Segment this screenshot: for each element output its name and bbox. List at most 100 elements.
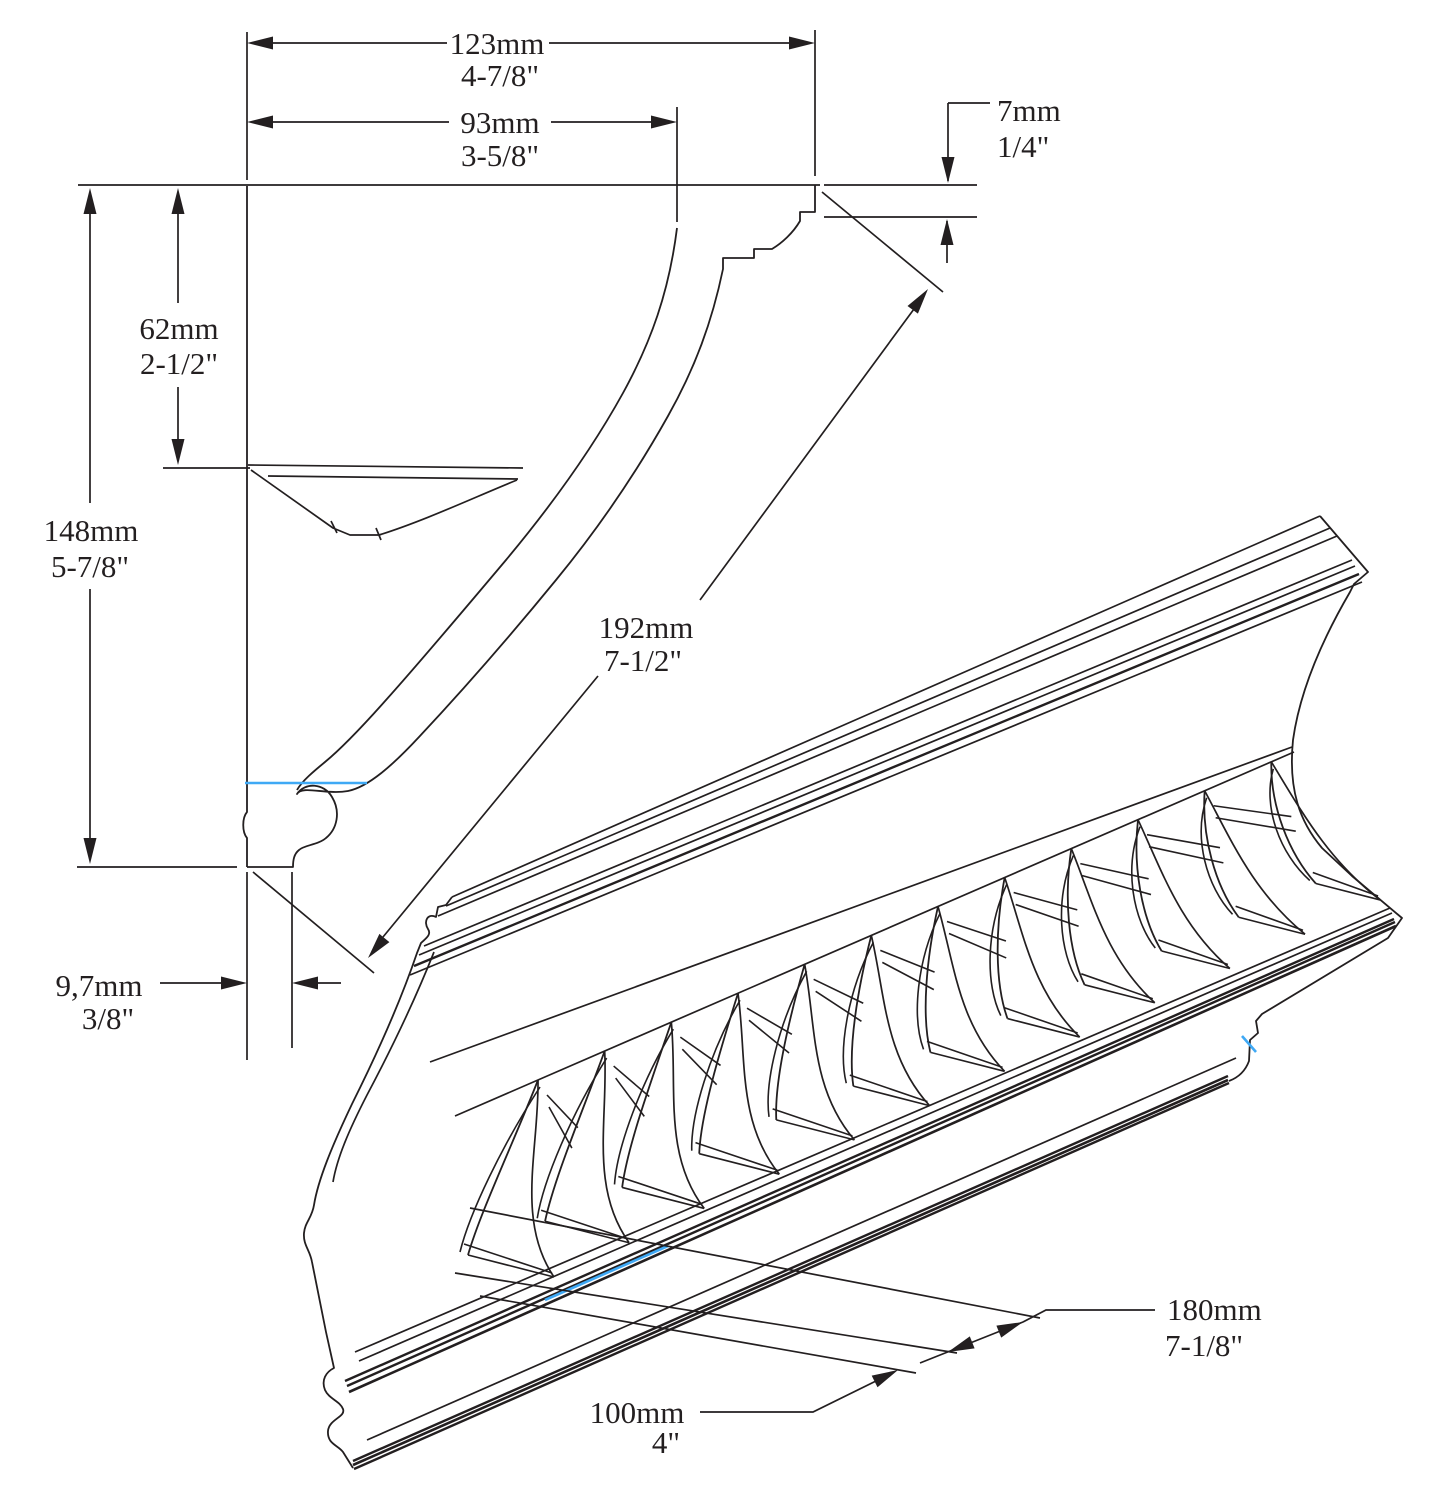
dim-label-inch: 3/8" (82, 1001, 134, 1036)
rib-fin (1081, 973, 1155, 1004)
dim-label-inch: 7-1/8" (1165, 1328, 1243, 1363)
dim-label: 192mm (599, 610, 694, 645)
arrow-upright-icon (996, 1322, 1023, 1338)
rib-fin (926, 1040, 1005, 1073)
rib-fin (690, 999, 741, 1151)
rib-fin (1003, 1006, 1080, 1038)
arrow-down-icon (171, 439, 185, 465)
profile-outline (247, 185, 816, 868)
rib-fin (850, 935, 873, 1087)
rib-fin (1312, 871, 1381, 901)
dim-label: 123mm (450, 26, 545, 61)
rib-fin (530, 1079, 555, 1278)
rib-fin (775, 964, 806, 1120)
arrow-left-icon (247, 36, 273, 50)
arrow-up-icon (940, 219, 954, 245)
arrow-right-icon (651, 115, 677, 129)
arrow-upright-icon (871, 1370, 898, 1388)
rib-fin (1070, 848, 1156, 1004)
top-band-lines (409, 515, 1363, 1117)
rib-fin (536, 1057, 608, 1219)
dim-label: 148mm (44, 513, 139, 548)
arrow-up-icon (83, 188, 97, 214)
dim-label: 62mm (139, 311, 218, 346)
arrow-up-icon (171, 188, 185, 214)
rib-fin (679, 1036, 722, 1086)
rib-fin (996, 877, 1009, 1019)
left-end-profile (303, 896, 453, 1469)
rib-fin (621, 1021, 673, 1188)
rib-fin (1066, 848, 1086, 986)
profile-inner-cove-edge (296, 227, 678, 791)
arrow-down-icon (941, 157, 955, 183)
arrow-downleft-icon (948, 1336, 975, 1352)
dim-wall-thickness: 9,7mm 3/8" (56, 872, 341, 1060)
rib-fin (1003, 877, 1081, 1038)
trough-bowl (250, 469, 518, 541)
arrow-left-icon (247, 115, 273, 129)
dim-label-inch: 4-7/8" (461, 58, 539, 93)
rib-fin (880, 949, 935, 991)
rib-fin (1158, 939, 1231, 970)
dim-label-inch: 7-1/2" (604, 643, 682, 678)
rib-fin (1060, 855, 1079, 983)
shelf-front-dark-band-2 (348, 924, 1397, 1394)
rib-fin (772, 1108, 855, 1141)
dim-label: 7mm (997, 93, 1061, 128)
rib-fin (937, 906, 1006, 1072)
rib-fin (459, 1086, 541, 1253)
dim-total-height: 148mm 5-7/8" (44, 188, 237, 868)
rib-fin (1269, 768, 1311, 882)
extension-lines (454, 1207, 1041, 1374)
rib-fin (695, 1141, 780, 1175)
bottom-edge-dark-band-2 (352, 1078, 1229, 1467)
rib-fin (1200, 797, 1234, 915)
dim-bottom-width: 100mm 4" (590, 1370, 898, 1460)
rib-fin (1131, 826, 1156, 949)
dim-upper-height: 62mm 2-1/2" (139, 188, 250, 469)
dim-label: 180mm (1167, 1292, 1262, 1327)
rib-fin (813, 978, 864, 1022)
shelf-edge-lines (354, 907, 1393, 1362)
dim-label-inch: 5-7/8" (51, 549, 129, 584)
profile-wall-edge (242, 186, 248, 867)
bottom-edge-dark-band (352, 1074, 1230, 1471)
dim-label-inch: 1/4" (997, 129, 1049, 164)
cross-section-view (78, 184, 820, 868)
perspective-view (303, 515, 1403, 1471)
rib-fin (546, 1094, 579, 1149)
flange-top-line (366, 1057, 1237, 1441)
rib-fin (1203, 790, 1240, 918)
rib-fin (916, 913, 941, 1050)
rib-fins (459, 761, 1381, 1278)
rib-fin (946, 920, 1007, 959)
dim-face-width: 192mm 7-1/2" (252, 191, 944, 974)
rib-fin (849, 1074, 930, 1107)
rib-fin (1270, 761, 1381, 901)
dim-inner-width: 93mm 3-5/8" (247, 105, 678, 222)
trough-rim-lines (247, 464, 524, 480)
arrow-left-icon (292, 976, 318, 990)
arrow-right-icon (789, 36, 815, 50)
rib-fin (613, 1065, 650, 1117)
arrow-right-icon (221, 976, 247, 990)
rib-fin (613, 1028, 675, 1185)
dim-label: 93mm (460, 105, 539, 140)
arrow-downleft-icon (368, 933, 390, 958)
rib-fin (870, 935, 931, 1107)
rib-fin (670, 1022, 705, 1209)
rib-fin (540, 1209, 630, 1244)
left-end-inner-curve (332, 951, 435, 1183)
dim-top-edge: 7mm 1/4" (824, 93, 1061, 263)
top-band-dark-line (413, 572, 1360, 968)
rib-fin (698, 992, 739, 1154)
rib-fin (544, 1050, 606, 1222)
arrow-down-icon (83, 838, 97, 864)
rib-fin (467, 1079, 539, 1256)
rib-fin (924, 906, 939, 1053)
rib-fin (618, 1175, 705, 1210)
rib-fin (1137, 819, 1231, 970)
rib-fin (1203, 790, 1306, 935)
